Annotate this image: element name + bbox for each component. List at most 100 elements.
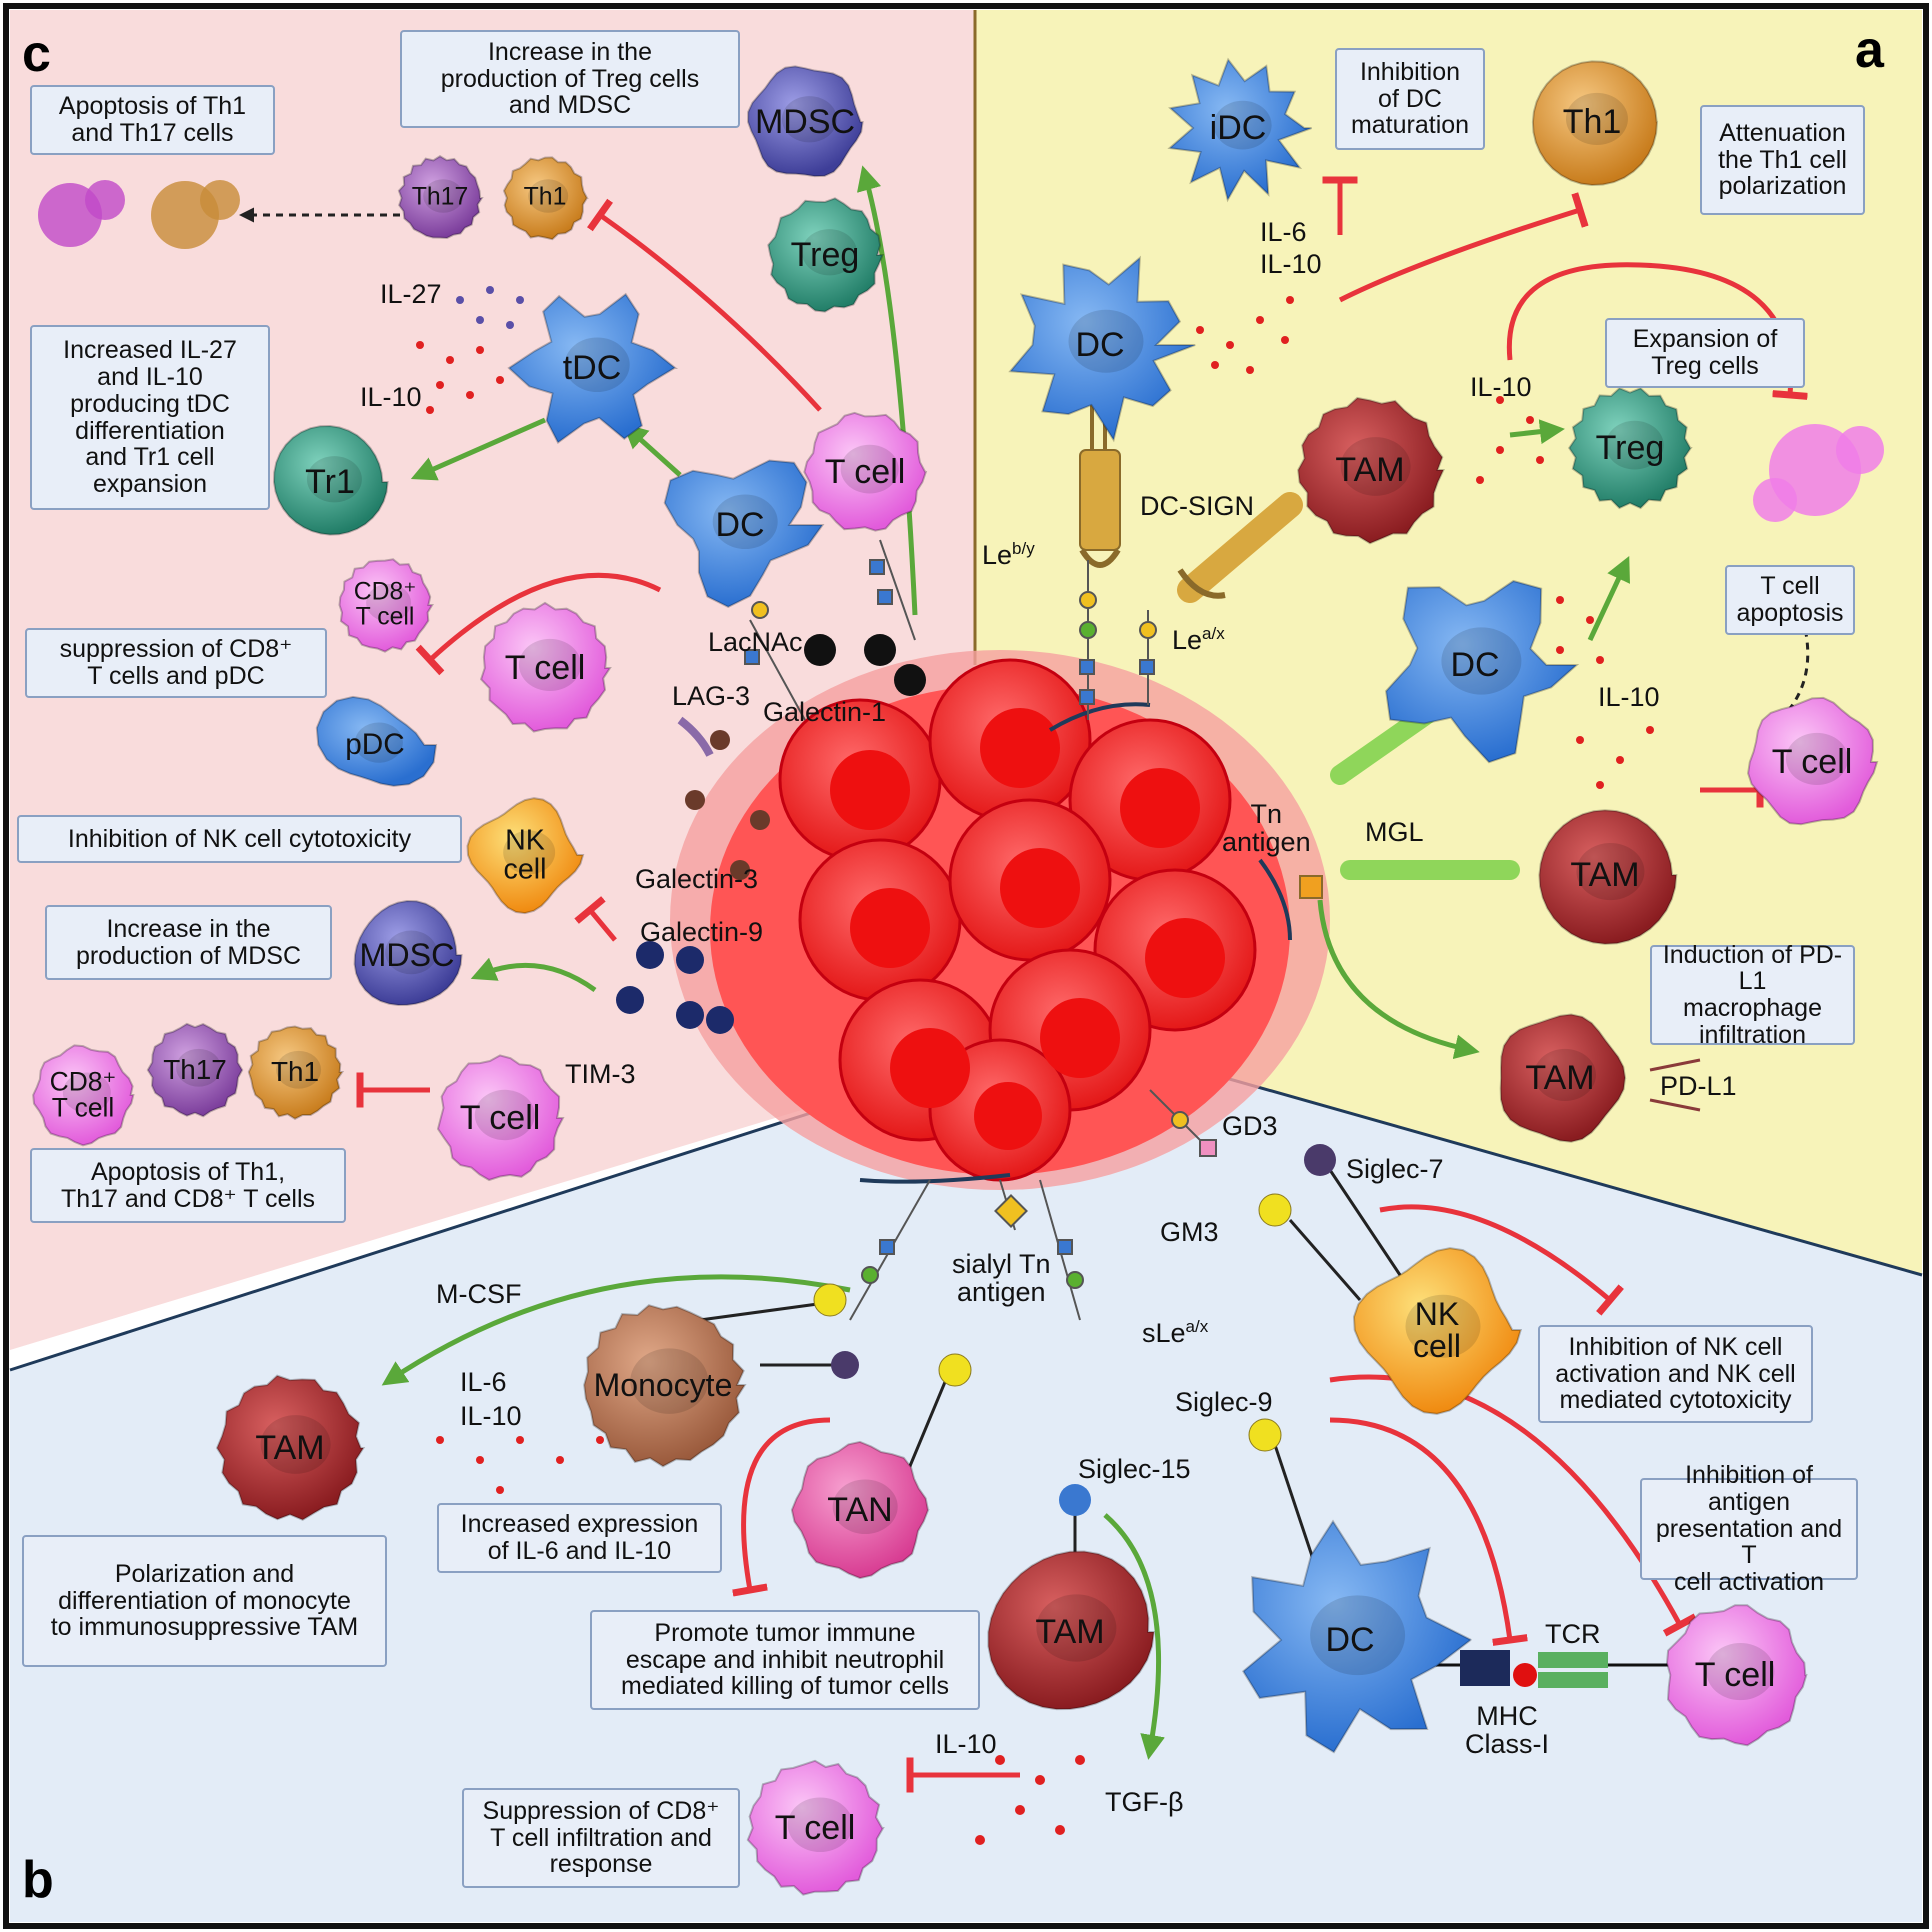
cell-tam-b1 bbox=[215, 1374, 366, 1521]
panel-letter-a: a bbox=[1855, 21, 1884, 79]
label-slea: sLea/x bbox=[1142, 1317, 1209, 1348]
cell-th17-c2 bbox=[146, 1022, 244, 1118]
cell-treg-c bbox=[767, 197, 885, 313]
dc-sign-receptor bbox=[1079, 405, 1121, 568]
cell-label-th1-c2: Th1 bbox=[270, 1056, 320, 1088]
cell-label-tcell-c3: T cell bbox=[459, 1099, 541, 1137]
cell-mdsc-c bbox=[353, 899, 463, 1007]
galectin-molecules bbox=[616, 634, 926, 1034]
cell-label-tam-a2: TAM bbox=[1570, 856, 1640, 894]
cell-label-tan: TAN bbox=[827, 1491, 893, 1529]
label-tgf-beta: TGF-β bbox=[1105, 1787, 1184, 1817]
cell-label-monocyte: Monocyte bbox=[593, 1367, 733, 1403]
box-inhibition-nk-cytotoxicity: Inhibition of NK cell cytotoxicity bbox=[17, 815, 462, 863]
cell-tam-b2 bbox=[987, 1550, 1156, 1711]
cell-label-th1-c: Th1 bbox=[523, 183, 567, 211]
panel-letter-b: b bbox=[22, 1851, 54, 1909]
label-il27: IL-27 bbox=[380, 279, 442, 309]
cell-label-dc-a1: DC bbox=[1075, 326, 1125, 364]
cell-label-tcell-b1: T cell bbox=[1694, 1656, 1776, 1694]
divider-cb bbox=[9, 1108, 821, 1372]
cell-label-tcell-c2: T cell bbox=[504, 649, 586, 687]
cell-tdc bbox=[507, 292, 679, 444]
cell-nk-b bbox=[1352, 1247, 1523, 1415]
cell-label-tcell-b2: T cell bbox=[774, 1809, 856, 1847]
cell-label-tr1: Tr1 bbox=[305, 463, 355, 501]
cell-label-tam-a3: TAM bbox=[1525, 1059, 1595, 1097]
box-apoptosis-th1-th17: Apoptosis of Th1 and Th17 cells bbox=[30, 85, 275, 155]
cells-layer bbox=[32, 57, 1879, 1896]
label-siglec15: Siglec-15 bbox=[1078, 1454, 1191, 1484]
tcr-mhc-complex bbox=[1400, 1650, 1680, 1688]
lag-3-receptor bbox=[677, 716, 714, 757]
cell-dc-a2 bbox=[1385, 579, 1580, 764]
cell-treg-a bbox=[1567, 387, 1693, 510]
label-il6-b: IL-6 bbox=[460, 1367, 507, 1397]
cell-label-treg-a: Treg bbox=[1595, 429, 1665, 467]
cell-label-treg-c: Treg bbox=[790, 236, 860, 274]
box-increased-il6-il10: Increased expression of IL-6 and IL-10 bbox=[437, 1503, 722, 1573]
cell-tam-a1 bbox=[1297, 396, 1445, 545]
box-apoptosis-th1-th17-cd8: Apoptosis of Th1, Th17 and CD8⁺ T cells bbox=[30, 1148, 346, 1223]
cell-mdsc-top bbox=[747, 65, 864, 178]
box-increased-il27: Increased IL-27 and IL-10 producing tDC … bbox=[30, 325, 270, 510]
cell-tcell-c1 bbox=[803, 411, 928, 532]
tumor-mass bbox=[670, 650, 1330, 1190]
label-tim3: TIM-3 bbox=[565, 1059, 636, 1089]
cell-cd8-tcell-c2 bbox=[32, 1044, 135, 1147]
box-pdl1-induction: Induction of PD-L1 macrophage infiltrati… bbox=[1650, 941, 1855, 1048]
cell-monocyte bbox=[583, 1304, 747, 1468]
label-sialyl-tn: sialyl Tn antigen bbox=[952, 1249, 1051, 1308]
box-inhibition-dc-maturation: Inhibition of DC maturation bbox=[1335, 48, 1485, 150]
label-mgl: MGL bbox=[1365, 817, 1424, 847]
activation-arrows bbox=[381, 165, 1630, 1760]
label-galectin9: Galectin-9 bbox=[640, 917, 764, 947]
cell-label-tam-b1: TAM bbox=[255, 1429, 325, 1467]
dc-sign-receptor-tam bbox=[1177, 492, 1303, 603]
label-il6-a: IL-6 bbox=[1260, 217, 1307, 247]
apoptotic-debris bbox=[38, 180, 1884, 522]
cell-label-th17-c: Th17 bbox=[411, 183, 469, 211]
panel-letter-c: c bbox=[22, 25, 51, 83]
cell-th17-c bbox=[397, 155, 484, 240]
cell-label-pdc: pDC bbox=[345, 728, 405, 762]
cell-label-idc: iDC bbox=[1209, 109, 1267, 147]
box-inhibition-antigen-presentation: Inhibition of antigen presentation and T… bbox=[1640, 1462, 1858, 1596]
cell-label-cd8-tcell-c: CD8⁺ T cell bbox=[353, 578, 417, 630]
box-promote-tumor-escape: Promote tumor immune escape and inhibit … bbox=[590, 1610, 980, 1710]
label-le-by: Leb/y bbox=[982, 539, 1035, 570]
label-il10-a3: IL-10 bbox=[1598, 682, 1660, 712]
box-attenuation-th1: Attenuation the Th1 cell polarization bbox=[1700, 105, 1865, 215]
label-m-csf: M-CSF bbox=[436, 1279, 522, 1309]
box-suppression-cd8-pdc: suppression of CD8⁺ T cells and pDC bbox=[25, 628, 327, 698]
label-siglec7: Siglec-7 bbox=[1346, 1154, 1444, 1184]
cytokine-dots bbox=[416, 296, 1654, 1845]
box-increase-treg-mdsc: Increase in the production of Treg cells… bbox=[400, 30, 740, 128]
cell-tr1 bbox=[272, 424, 389, 536]
cell-label-nk-c: NK cell bbox=[503, 824, 547, 885]
label-galectin1: Galectin-1 bbox=[763, 697, 887, 727]
label-pd-l1: PD-L1 bbox=[1660, 1071, 1737, 1101]
label-tcr: TCR bbox=[1545, 1619, 1601, 1649]
cell-cd8-tcell-c bbox=[338, 558, 434, 653]
label-tn-antigen: Tn antigen bbox=[1222, 799, 1311, 858]
label-gm3: GM3 bbox=[1160, 1217, 1219, 1247]
label-gd3: GD3 bbox=[1222, 1111, 1278, 1141]
siglec-receptors bbox=[699, 1144, 1412, 1581]
label-mhc-class-i: MHC Class-I bbox=[1465, 1701, 1550, 1760]
inhibition-arrows bbox=[356, 176, 1808, 1793]
divider-ab bbox=[1179, 1063, 1923, 1277]
label-il10-c: IL-10 bbox=[360, 382, 422, 412]
cell-label-dc-c: DC bbox=[715, 506, 765, 544]
box-increase-mdsc: Increase in the production of MDSC bbox=[45, 905, 332, 980]
box-suppression-cd8-infiltration: Suppression of CD8⁺ T cell infiltration … bbox=[462, 1788, 740, 1888]
cell-th1-a bbox=[1531, 60, 1659, 187]
cell-tcell-a bbox=[1747, 696, 1879, 826]
cell-tcell-c2 bbox=[479, 601, 612, 733]
label-il10-a2: IL-10 bbox=[1470, 372, 1532, 402]
cell-label-th17-c2: Th17 bbox=[163, 1054, 227, 1086]
label-il10-b: IL-10 bbox=[460, 1401, 522, 1431]
cell-label-tam-a1: TAM bbox=[1335, 451, 1405, 489]
glycan-chains bbox=[744, 539, 1217, 1321]
cell-label-tcell-c1: T cell bbox=[824, 453, 906, 491]
